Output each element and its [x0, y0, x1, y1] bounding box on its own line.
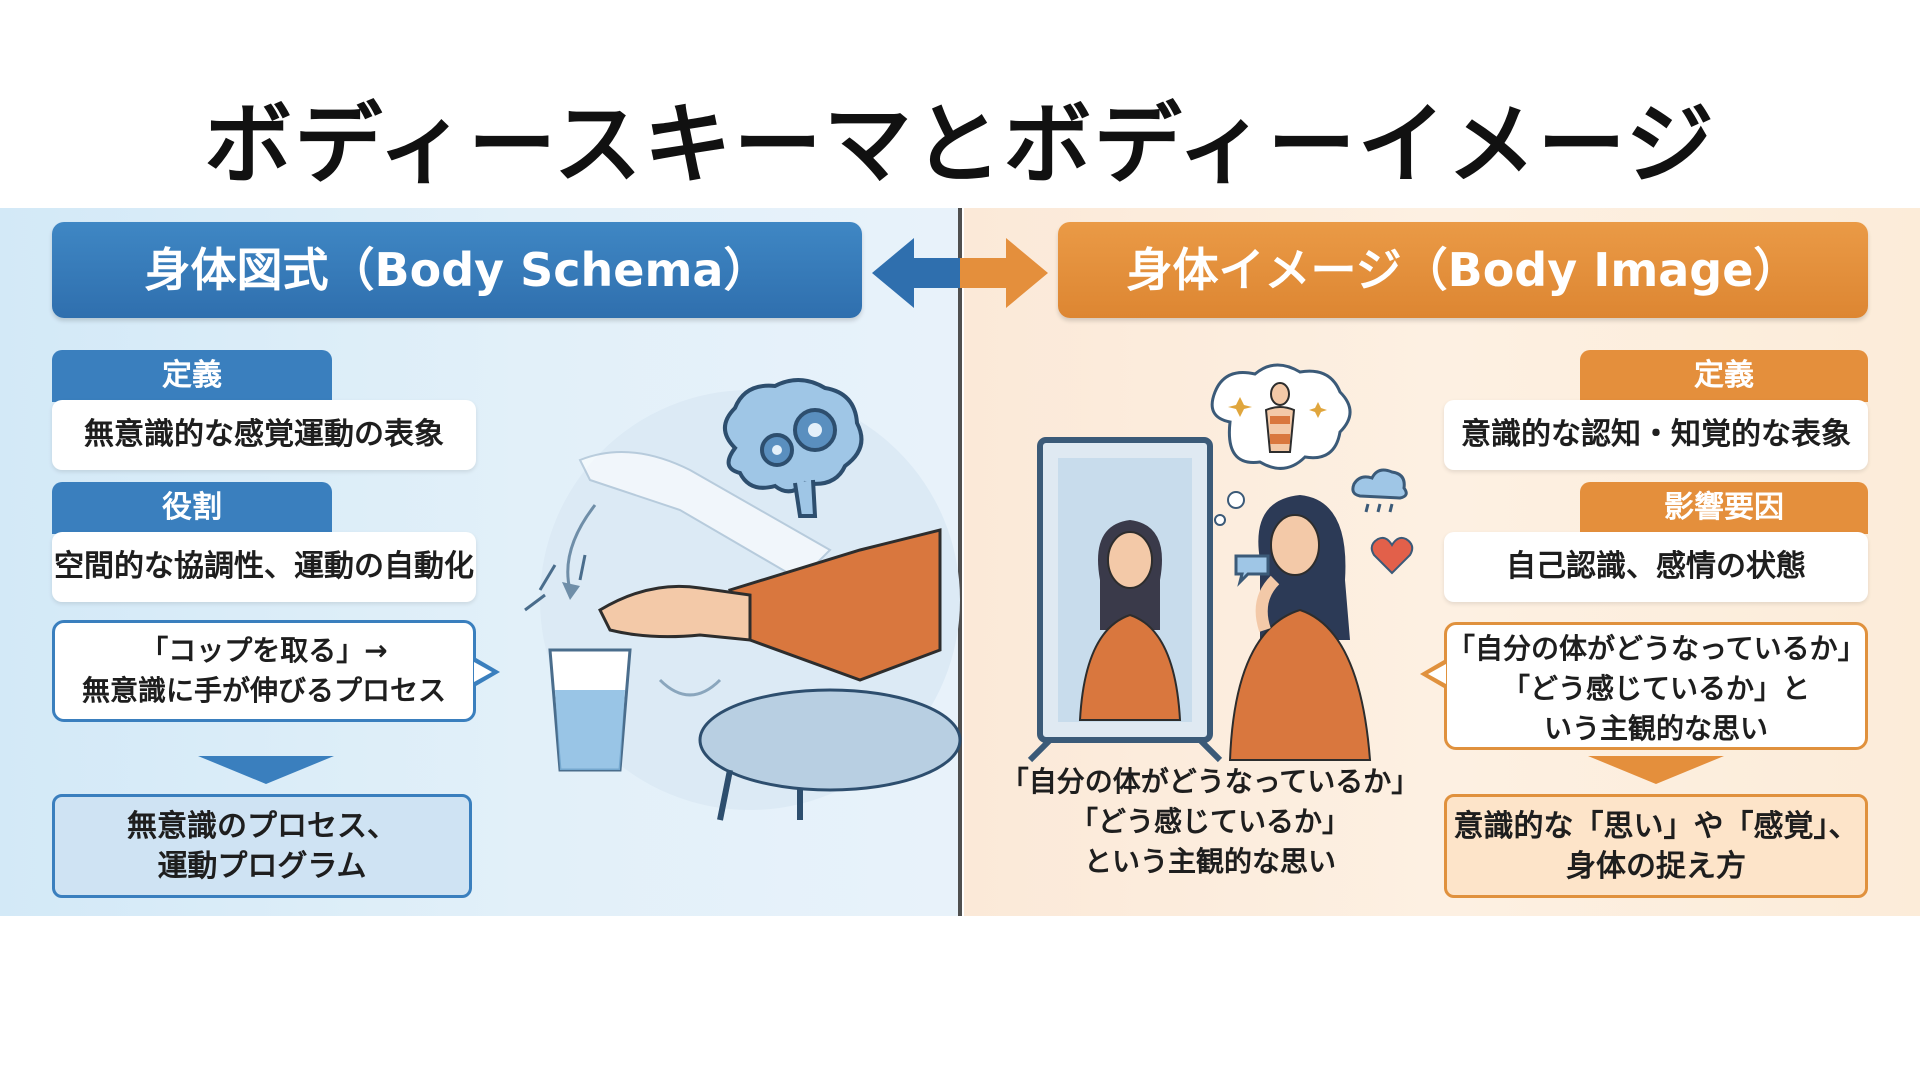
center-divider — [958, 208, 962, 916]
down-arrow-left — [198, 756, 334, 784]
down-arrow-right — [1588, 756, 1724, 784]
role-box: 空間的な協調性、運動の自動化 — [52, 532, 476, 602]
definition-tab-left: 定義 — [52, 350, 332, 402]
speech-bubble-icon — [1234, 554, 1270, 587]
mirror-caption-line-3: という主観的な思い — [1083, 845, 1336, 878]
example-bubble-tail-inner — [474, 662, 492, 682]
brain-gears-icon — [723, 378, 864, 518]
double-arrow-icon — [872, 238, 1048, 308]
definition-box-left: 無意識的な感覚運動の表象 — [52, 400, 476, 470]
body-schema-header: 身体図式（Body Schema） — [52, 222, 862, 318]
rain-cloud-icon — [1351, 468, 1408, 513]
definition-tab-right: 定義 — [1580, 350, 1868, 402]
bubble-line-2: 「どう感じているか」と — [1501, 672, 1810, 705]
factors-box: 自己認識、感情の状態 — [1444, 532, 1868, 602]
mirror-caption-line-1: 「自分の体がどうなっているか」 — [1000, 765, 1420, 798]
factors-tab: 影響要因 — [1580, 482, 1868, 534]
result-left-line-2: 運動プログラム — [157, 849, 367, 884]
bubble-line-1: 「自分の体がどうなっているか」 — [1447, 632, 1866, 665]
result-box-right: 意識的な「思い」や「感覚」、 身体の捉え方 — [1444, 794, 1868, 898]
body-image-header: 身体イメージ（Body Image） — [1058, 222, 1868, 318]
reaching-illustration — [524, 390, 962, 821]
result-right-line-1: 意識的な「思い」や「感覚」、 — [1453, 809, 1859, 844]
example-bubble: 「コップを取る」→ 無意識に手が伸びるプロセス — [52, 620, 476, 722]
example-line-2: 無意識に手が伸びるプロセス — [81, 674, 446, 707]
mirror-illustration — [1027, 437, 1372, 763]
result-right-line-2: 身体の捉え方 — [1566, 849, 1746, 884]
heart-icon — [1370, 536, 1414, 575]
result-box-left: 無意識のプロセス、 運動プログラム — [52, 794, 472, 898]
mirror-caption: 「自分の体がどうなっているか」 「どう感じているか」 という主観的な思い — [1000, 762, 1420, 882]
page-title: ボディースキーマとボディーイメージ — [204, 93, 1716, 196]
subjective-bubble-tail-inner — [1428, 664, 1446, 684]
subjective-bubble: 「自分の体がどうなっているか」 「どう感じているか」と いう主観的な思い — [1444, 622, 1868, 750]
definition-box-right: 意識的な認知・知覚的な表象 — [1444, 400, 1868, 470]
example-line-1: 「コップを取る」→ — [140, 634, 388, 667]
result-left-line-1: 無意識のプロセス、 — [127, 809, 397, 844]
thought-bubble-icon — [1210, 363, 1352, 470]
bubble-line-3: いう主観的な思い — [1543, 712, 1768, 745]
mirror-caption-line-2: 「どう感じているか」 — [1069, 805, 1350, 838]
role-tab: 役割 — [52, 482, 332, 534]
